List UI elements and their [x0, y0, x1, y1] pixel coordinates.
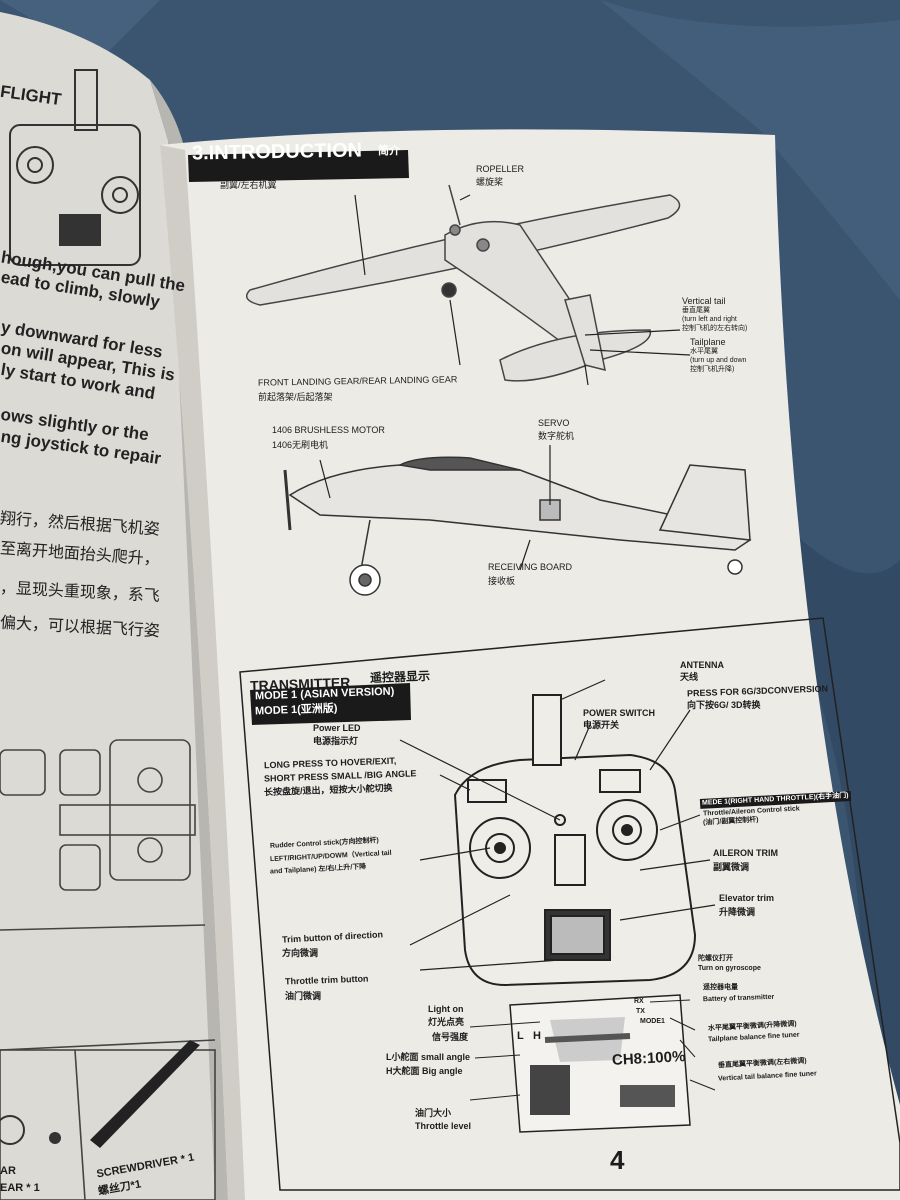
gyro-label: Turn on gyroscope	[698, 965, 761, 972]
left-bottom-label: AR	[0, 1165, 16, 1177]
landing-gear-label-cn: 前起落架/后起落架	[258, 392, 333, 402]
light-on-label-cn: 灯光点亮	[428, 1017, 465, 1027]
tailplane-label: Tailplane	[690, 337, 726, 347]
power-switch-label-cn: 电源开关	[583, 720, 620, 730]
servo-label: SERVO	[538, 418, 570, 428]
elevator-trim-label: Elevator trim	[719, 893, 775, 903]
lcd-h: H	[533, 1030, 541, 1042]
trim-direction-label-cn: 方向微调	[282, 948, 319, 958]
lcd-tx: TX	[636, 1008, 645, 1015]
page-number: 4	[610, 1145, 625, 1175]
lcd-screen-detail	[509, 994, 691, 1133]
lcd-l: L	[517, 1030, 524, 1042]
angle-label-1: L小舵面 small angle	[386, 1052, 471, 1062]
lcd-rx: RX	[634, 998, 644, 1005]
right-page	[160, 129, 900, 1200]
tailplane-label-cn: 水平尾翼	[690, 348, 718, 355]
motor-label: 1406 BRUSHLESS MOTOR	[272, 425, 385, 435]
light-on-label: Light on	[428, 1004, 464, 1014]
motor-label-cn: 1406无刷电机	[272, 440, 329, 450]
intro-heading-band	[188, 150, 409, 182]
tailplane-note: (turn up and down	[690, 357, 747, 364]
mode-band	[250, 683, 411, 725]
power-led-label: Power LED	[313, 723, 361, 733]
press-6g-label-cn: 向下按6G/ 3D转换	[687, 700, 761, 710]
vertical-tail-note-cn: 控制飞机的左右转向)	[682, 325, 748, 332]
airplane-top-drawing	[245, 184, 681, 382]
gyro-label-cn: 陀螺仪打开	[698, 955, 733, 962]
receiving-board-label: RECEIVING BOARD	[488, 562, 573, 572]
antenna-label-cn: 天线	[680, 672, 699, 682]
transmitter-frame	[239, 617, 900, 1191]
throttle-trim-label-cn: 油门微调	[285, 991, 322, 1001]
aileron-trim-label-cn: 副翼微调	[713, 862, 750, 872]
left-part-drawing	[109, 739, 191, 881]
transmitter-title-cn: 遥控器显示	[369, 668, 431, 686]
aileron-label-cn: 副翼/左右机翼	[220, 180, 277, 190]
elevator-trim-label-cn: 升降微调	[719, 907, 756, 917]
battery-label-cn: 遥控器电量	[703, 984, 738, 991]
vertical-tail-label: Vertical tail	[682, 296, 726, 306]
lcd-mode: MODE1	[640, 1018, 665, 1025]
propeller-label-cn: 螺旋桨	[476, 177, 504, 187]
power-switch-label: POWER SWITCH	[583, 708, 655, 718]
transmitter-drawing	[453, 694, 697, 987]
power-led-label-cn: 电源指示灯	[313, 736, 359, 746]
airplane-side-drawing	[283, 456, 752, 596]
antenna-label: ANTENNA	[680, 660, 724, 670]
angle-label-2: H大舵面 Big angle	[386, 1066, 463, 1076]
servo-label-cn: 数字舵机	[538, 431, 575, 441]
screwdriver-drawing	[90, 1040, 200, 1148]
section-title: 3.INTRODUCTION	[191, 139, 363, 165]
aileron-trim-label: AILERON TRIM	[713, 848, 778, 858]
throttle-level-label-cn: 油门大小	[415, 1108, 452, 1118]
vertical-tail-note: (turn left and right	[682, 316, 737, 323]
receiving-board-label-cn: 接收板	[488, 576, 516, 586]
tailplane-note-cn: 控制飞机升降)	[690, 366, 735, 373]
signal-label-cn: 信号强度	[432, 1032, 469, 1042]
section-title-cn: 简介	[378, 145, 400, 157]
propeller-label: ROPELLER	[476, 164, 525, 174]
left-bottom-label-2: EAR * 1	[0, 1182, 40, 1194]
throttle-level-label: Throttle level	[415, 1121, 472, 1131]
vertical-tail-label-cn: 垂直尾翼	[682, 307, 710, 314]
